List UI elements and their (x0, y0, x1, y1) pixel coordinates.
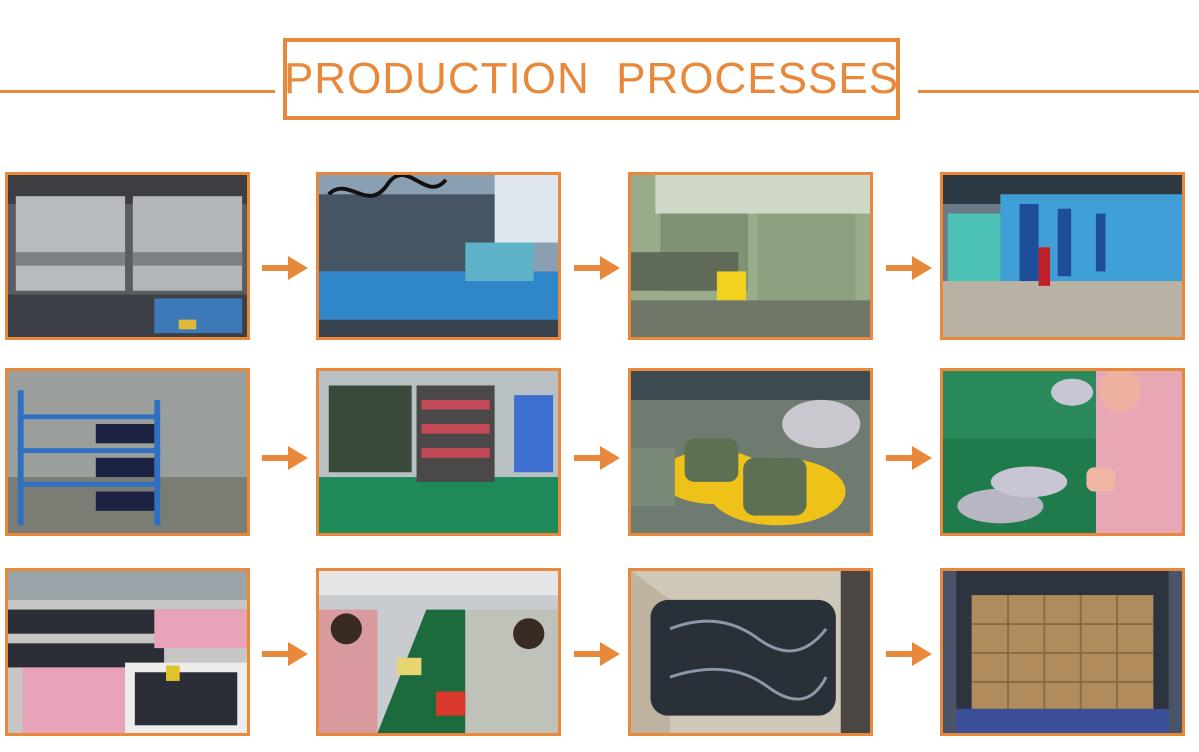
container-loading-photo (940, 568, 1185, 736)
arrow-right-icon (262, 446, 308, 470)
arrow-right-icon (262, 642, 308, 666)
press-machine-photo (628, 172, 873, 340)
mold-equipment-photo (5, 172, 250, 340)
arrow-right-icon (262, 256, 308, 280)
finished-slides-inspection-photo (940, 368, 1185, 536)
arrow-right-icon (574, 256, 620, 280)
arrow-right-icon (886, 642, 932, 666)
packaging-box-photo (628, 568, 873, 736)
arrow-right-icon (574, 446, 620, 470)
cart-storage-photo (316, 368, 561, 536)
arrow-right-icon (886, 446, 932, 470)
molding-machine-line-photo (940, 172, 1185, 340)
title-box: PRODUCTION PROCESSES (283, 38, 900, 120)
header-divider-right (918, 90, 1199, 93)
drying-rack-photo (5, 368, 250, 536)
assembly-line-photo (316, 568, 561, 736)
header-divider-left (0, 90, 275, 93)
page-title: PRODUCTION PROCESSES (283, 54, 900, 103)
arrow-right-icon (886, 256, 932, 280)
injection-machine-line-photo (316, 172, 561, 340)
arrow-right-icon (574, 642, 620, 666)
sorting-bins-photo (5, 568, 250, 736)
shoe-molds-photo (628, 368, 873, 536)
